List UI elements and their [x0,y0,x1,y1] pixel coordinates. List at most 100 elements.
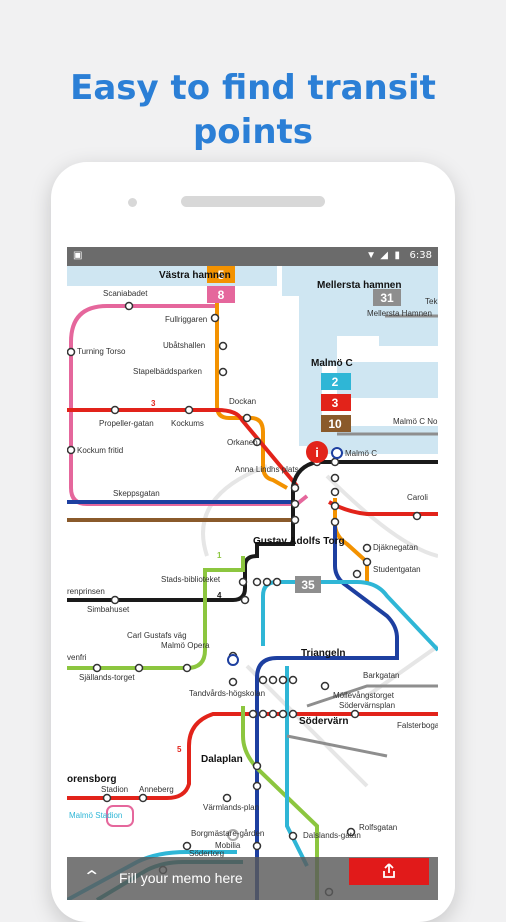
share-button[interactable] [349,858,429,885]
svg-text:Caroli: Caroli [407,493,428,502]
area-malmo-c: Malmö C [311,358,353,369]
line-badge-35: 35 [295,576,321,593]
promo-headline: Easy to find transit points [0,66,506,154]
line-badge-5: 5 [207,266,235,283]
share-icon [383,863,395,878]
line-cyan [67,580,438,900]
svg-text:i: i [315,445,319,460]
line-badge-2: 2 [321,373,351,390]
memo-input[interactable]: Fill your memo here [119,870,243,886]
stadium-marker [106,805,134,827]
svg-text:Dalslands-gatan: Dalslands-gatan [303,831,361,840]
svg-text:Ubåtshallen: Ubåtshallen [163,341,205,350]
svg-text:Mobilia: Mobilia [215,841,241,850]
svg-text:5: 5 [218,268,225,282]
svg-text:Värmlands-plan: Värmlands-plan [203,803,259,812]
line-badge-10: 10 [321,415,351,432]
svg-text:Tandvårds-högskolan: Tandvårds-högskolan [189,689,265,698]
svg-text:Turning Torso: Turning Torso [77,347,126,356]
line-badges: 5 8 31 2 3 10 35 [207,266,401,593]
battery-icon: ▮ [394,250,400,261]
line-badge-3: 3 [321,394,351,411]
svg-text:Malmö C: Malmö C [345,449,377,458]
area-labels: Västra hamnen Mellersta hamnen Malmö C G… [159,270,401,765]
svg-text:Dockan: Dockan [229,397,256,406]
svg-text:8: 8 [218,288,225,302]
headline-line-1: Easy to find transit [70,68,436,108]
svg-text:Södervärnsplan: Södervärnsplan [339,701,395,710]
svg-text:Studentgatan: Studentgatan [373,565,421,574]
line-gray [286,314,438,758]
svg-text:31: 31 [380,291,394,305]
area-mellersta-hamnen: Mellersta hamnen [317,280,401,291]
svg-text:Borgmästare-gården: Borgmästare-gården [191,829,264,838]
info-marker-icon[interactable]: i [306,441,328,463]
line-pink [69,304,309,506]
malmo-c-interchange [331,447,343,459]
svg-text:Simbahuset: Simbahuset [87,605,130,614]
area-dalaplan: Dalaplan [201,754,243,765]
svg-text:Anna Lindhs plats: Anna Lindhs plats [235,465,299,474]
svg-text:Carl Gustafs väg: Carl Gustafs väg [127,631,187,640]
svg-text:orensborg: orensborg [67,774,116,785]
line-blue [67,500,399,900]
stop-labels: Scaniabadet Fullriggaren Turning Torso U… [67,289,438,858]
svg-text:Södertorg: Södertorg [189,849,224,858]
svg-text:Stads-biblioteket: Stads-biblioteket [161,575,221,584]
area-sodervarn: Södervärn [299,716,348,727]
signal-icon: ◢ [380,250,388,261]
svg-text:Skeppsgatan: Skeppsgatan [113,489,160,498]
svg-text:Möllevångstorget: Möllevångstorget [333,691,395,700]
line-black [67,460,438,602]
area-gustav-adolfs-torg: Gustav Adolfs Torg [253,536,345,547]
svg-text:Kockum fritid: Kockum fritid [77,446,123,455]
line-number-labels: 3 1 4 5 [151,399,222,754]
stadion-interchange [227,829,239,841]
headline-line-2: points [192,112,314,152]
svg-text:4: 4 [217,591,222,600]
svg-text:35: 35 [301,578,315,592]
svg-text:Scaniabadet: Scaniabadet [103,289,148,298]
svg-text:Fullriggaren: Fullriggaren [165,315,207,324]
svg-text:Kockums: Kockums [171,419,204,428]
memo-bar[interactable]: ⌃ Fill your memo here [67,857,438,900]
status-bar: ▣ ▼ ◢ ▮ 6:38 [67,247,438,266]
svg-text:5: 5 [177,745,182,754]
svg-text:2: 2 [332,375,339,389]
camera-icon [128,198,137,207]
area-vastra-hamnen: Västra hamnen [159,270,231,281]
svg-text:Anneberg: Anneberg [139,785,174,794]
chevron-up-icon[interactable]: ⌃ [82,869,102,886]
svg-text:Malmö Opera: Malmö Opera [161,641,210,650]
triangeln-interchange [227,654,239,666]
svg-text:10: 10 [328,417,342,431]
svg-text:Malmö C Norra: Malmö C Norra [393,417,438,426]
water-basin [337,362,438,398]
line-badge-31: 31 [373,289,401,306]
area-triangeln: Triangeln [301,648,345,659]
svg-text:Propeller-gatan: Propeller-gatan [99,419,154,428]
svg-text:Själlands-torget: Själlands-torget [79,673,135,682]
svg-text:Tekniska: Tekniska [425,297,438,306]
image-icon: ▣ [73,250,83,261]
svg-text:Stadion: Stadion [101,785,128,794]
svg-text:Mellersta Hamnen: Mellersta Hamnen [367,309,432,318]
svg-text:Falsterbogatan: Falsterbogatan [397,721,438,730]
svg-text:3: 3 [151,399,156,408]
line-badge-8: 8 [207,286,235,303]
svg-text:Rolfsgatan: Rolfsgatan [359,823,397,832]
svg-text:Malmö Stadion: Malmö Stadion [69,811,122,820]
svg-text:Orkanen: Orkanen [227,438,258,447]
svg-text:1: 1 [217,551,222,560]
speaker-grille [181,196,325,207]
app-screen: ▣ ▼ ◢ ▮ 6:38 [67,247,438,900]
svg-text:renprinsen: renprinsen [67,587,105,596]
status-time: 6:38 [409,250,432,261]
svg-text:Djäknegatan: Djäknegatan [373,543,418,552]
svg-text:Stapelbäddsparken: Stapelbäddsparken [133,367,202,376]
svg-text:Barkgatan: Barkgatan [363,671,399,680]
svg-text:venfri: venfri [67,653,87,662]
svg-text:3: 3 [332,396,339,410]
transit-map[interactable]: i 5 8 31 2 3 10 35 Västra hamnen Mellers… [67,266,438,900]
wifi-icon: ▼ [366,250,376,261]
